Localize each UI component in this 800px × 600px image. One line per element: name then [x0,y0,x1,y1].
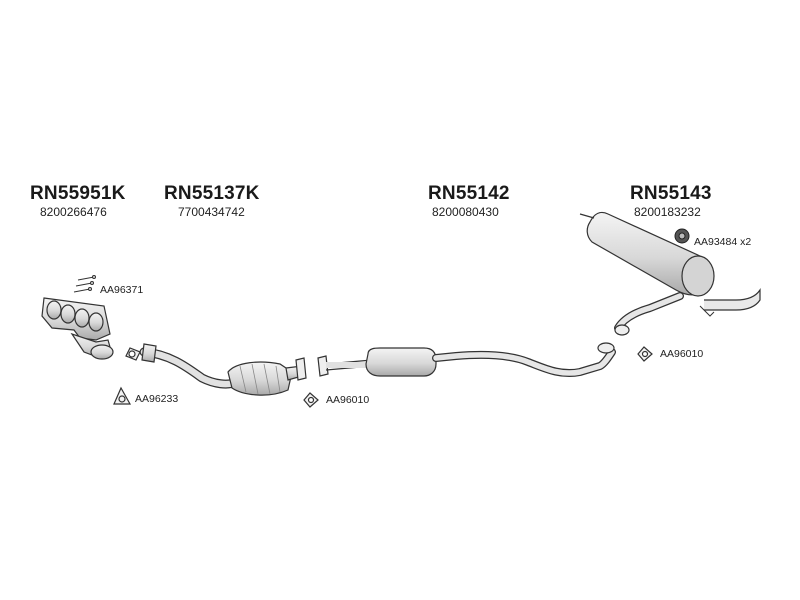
exhaust-manifold [41,297,114,360]
part-number-catalyst: RN55137K [164,183,260,204]
oe-number-manifold: 8200266476 [40,205,107,219]
front-pipe-catalyst [125,343,307,396]
oe-number-rear-silencer: 8200183232 [634,205,701,219]
accessory-label-triangle-gasket: AA96233 [135,393,179,405]
centre-silencer-pipe [317,342,616,377]
oe-number-catalyst: 7700434742 [178,205,245,219]
accessory-label-oval-gasket-front: AA96010 [326,394,370,406]
part-number-manifold: RN55951K [30,183,126,204]
rear-silencer [579,211,761,336]
triangle-gasket-icon [113,386,132,405]
oval-gasket-icon [303,392,319,408]
accessory-label-oval-gasket-rear: AA96010 [660,348,704,360]
stud-bolts-icon [73,275,96,293]
rubber-hanger-icon [674,228,690,244]
part-number-rear-silencer: RN55143 [630,183,712,204]
part-number-centre-pipe: RN55142 [428,183,510,204]
oval-gasket-icon [637,346,653,362]
accessory-label-rubber-hanger: AA93484 x2 [694,236,752,248]
oe-number-centre-pipe: 8200080430 [432,205,499,219]
accessory-label-stud-bolts: AA96371 [100,284,144,296]
